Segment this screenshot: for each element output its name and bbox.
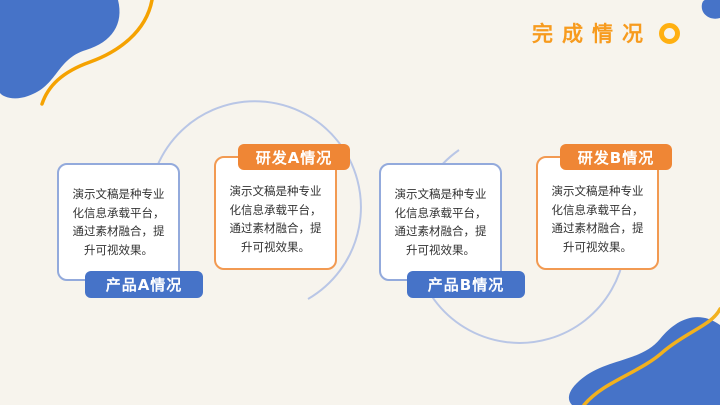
card-product-a-text: 演示文稿是种专业化信息承载平台，通过素材融合，提升可视效果。 xyxy=(57,163,180,281)
card-dev-b-label: 研发B情况 xyxy=(560,144,672,170)
card-product-b: 演示文稿是种专业化信息承载平台，通过素材融合，提升可视效果。 产品B情况 xyxy=(379,163,529,299)
card-dev-b-text: 演示文稿是种专业化信息承载平台，通过素材融合，提升可视效果。 xyxy=(536,156,659,270)
card-dev-a-label: 研发A情况 xyxy=(238,144,350,170)
card-dev-a: 演示文稿是种专业化信息承载平台，通过素材融合，提升可视效果。 研发A情况 xyxy=(214,144,354,272)
blue-corner-shape xyxy=(701,0,720,19)
card-product-a: 演示文稿是种专业化信息承载平台，通过素材融合，提升可视效果。 产品A情况 xyxy=(57,163,207,299)
donut-ring-icon xyxy=(659,22,680,44)
orange-curve-line xyxy=(40,0,154,106)
card-product-b-text: 演示文稿是种专业化信息承载平台，通过素材融合，提升可视效果。 xyxy=(379,163,502,281)
blue-blob-shape xyxy=(0,0,120,99)
yellow-curve-line xyxy=(582,307,720,405)
card-dev-b: 演示文稿是种专业化信息承载平台，通过素材融合，提升可视效果。 研发B情况 xyxy=(536,144,676,272)
slide-title-group: 完成情况 xyxy=(532,18,680,48)
slide-title: 完成情况 xyxy=(532,22,652,46)
decor-blob-top-left xyxy=(0,0,154,106)
card-product-b-label: 产品B情况 xyxy=(407,271,525,298)
card-dev-a-text: 演示文稿是种专业化信息承载平台，通过素材融合，提升可视效果。 xyxy=(214,156,337,270)
decor-blob-bottom-right xyxy=(568,307,720,405)
card-product-a-label: 产品A情况 xyxy=(85,271,203,298)
decor-blob-top-right xyxy=(701,0,720,19)
